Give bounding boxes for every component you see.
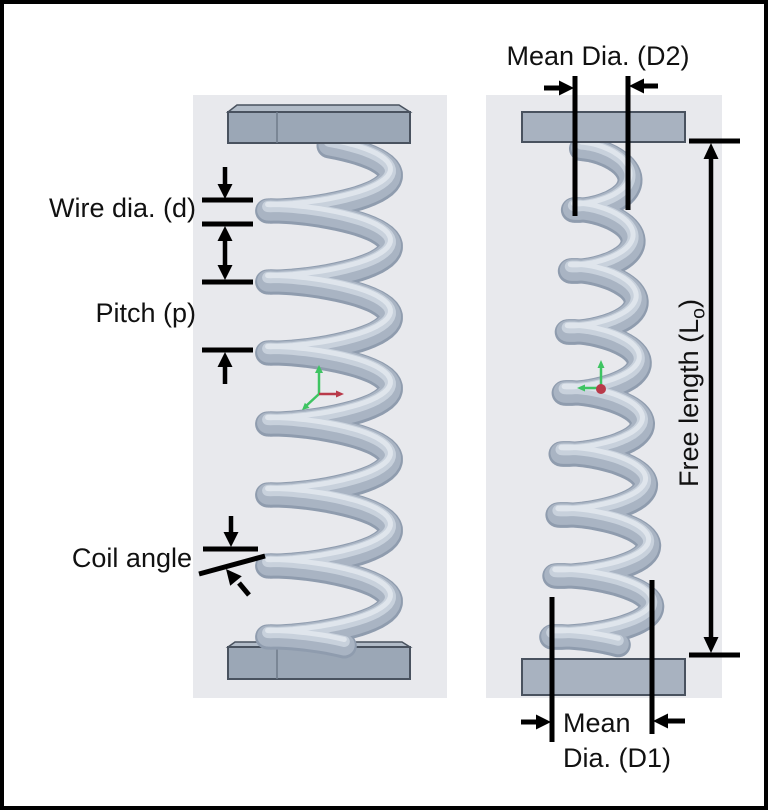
pitch-dimension	[202, 279, 253, 384]
free-length-suffix: )	[674, 299, 704, 309]
left-origin-triad-icon	[302, 365, 344, 410]
mean-dia-d1-line2: Dia. (D1)	[563, 743, 672, 773]
right-bottom-plate	[521, 658, 686, 696]
mean-dia-d1-line1: Mean	[563, 708, 631, 738]
mean-dia-d1-label: Mean Dia. (D1)	[563, 706, 703, 776]
free-length-text: Free length (L	[674, 318, 704, 487]
right-origin-triad-icon	[577, 360, 606, 394]
pitch-label: Pitch (p)	[95, 298, 196, 328]
wire-dia-dimension	[202, 167, 253, 280]
left-spring	[268, 139, 391, 646]
coil-angle-label: Coil angle	[71, 543, 192, 573]
mean-dia-d2-label: Mean Dia. (D2)	[506, 41, 690, 71]
mean-dia-d1-dimension	[521, 580, 685, 742]
right-top-plate	[521, 111, 686, 143]
mean-dia-d2-dimension	[544, 76, 658, 216]
wire-dia-label: Wire dia. (d)	[48, 193, 196, 223]
free-length-label: Free length (Lo)	[673, 281, 709, 505]
free-length-subscript: o	[687, 308, 710, 319]
left-top-plate	[225, 104, 413, 144]
coil-angle-dimension	[198, 516, 266, 597]
free-length-dimension	[689, 138, 740, 658]
